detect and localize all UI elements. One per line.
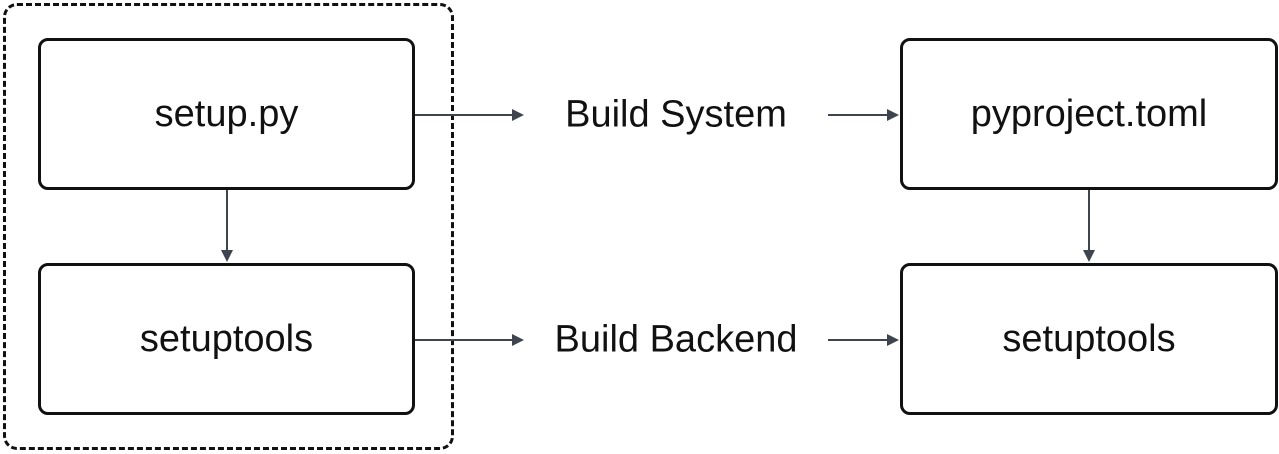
setuptools-right-node: setuptools: [900, 263, 1278, 415]
setuptools-left-node: setuptools: [38, 263, 415, 415]
setup-py-node: setup.py: [38, 38, 415, 190]
setuptools-right-label: setuptools: [1002, 317, 1176, 360]
pyproject-toml-node: pyproject.toml: [900, 38, 1278, 190]
legacy-group-boundary: [3, 3, 454, 450]
setuptools-left-label: setuptools: [139, 317, 314, 360]
build-system-label: Build System: [565, 93, 787, 136]
build-backend-label: Build Backend: [554, 318, 798, 361]
pyproject-toml-label: pyproject.toml: [970, 92, 1208, 135]
setup-py-label: setup.py: [154, 92, 299, 135]
